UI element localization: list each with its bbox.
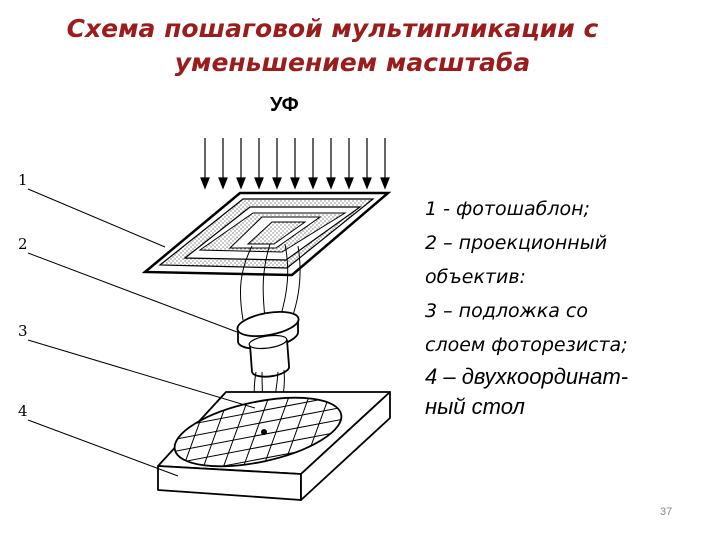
legend-line: ный стол: [425, 394, 525, 419]
title-line-1: Схема пошаговой мультипликации с: [66, 14, 599, 43]
legend-line: объектив:: [425, 266, 526, 288]
uv-arrows: [200, 138, 390, 190]
callout-number-3: 3: [18, 322, 28, 340]
title-line-2: уменьшением масштаба: [174, 48, 531, 77]
callout-number-1: 1: [18, 171, 28, 189]
legend-line: 1 - фотошаблон;: [425, 198, 590, 220]
callout-number-4: 4: [18, 402, 28, 420]
projection-lens: [236, 311, 300, 378]
legend-line: 4 – двухкоординат-: [425, 364, 629, 389]
photomask: [141, 191, 392, 277]
slide-title: Схема пошаговой мультипликации с уменьше…: [0, 12, 720, 80]
uv-label: УФ: [270, 94, 299, 116]
legend: 1 - фотошаблон; 2 – проекционный объекти…: [425, 192, 715, 422]
callout-number-2: 2: [18, 235, 28, 253]
legend-line: 2 – проекционный: [425, 232, 608, 254]
light-rays-upper: [239, 243, 301, 321]
legend-line: 3 – подложка со: [425, 300, 588, 322]
callout-lines: [27, 188, 256, 477]
legend-line: слоем фоторезиста;: [425, 334, 628, 356]
page-number: 37: [660, 506, 673, 518]
